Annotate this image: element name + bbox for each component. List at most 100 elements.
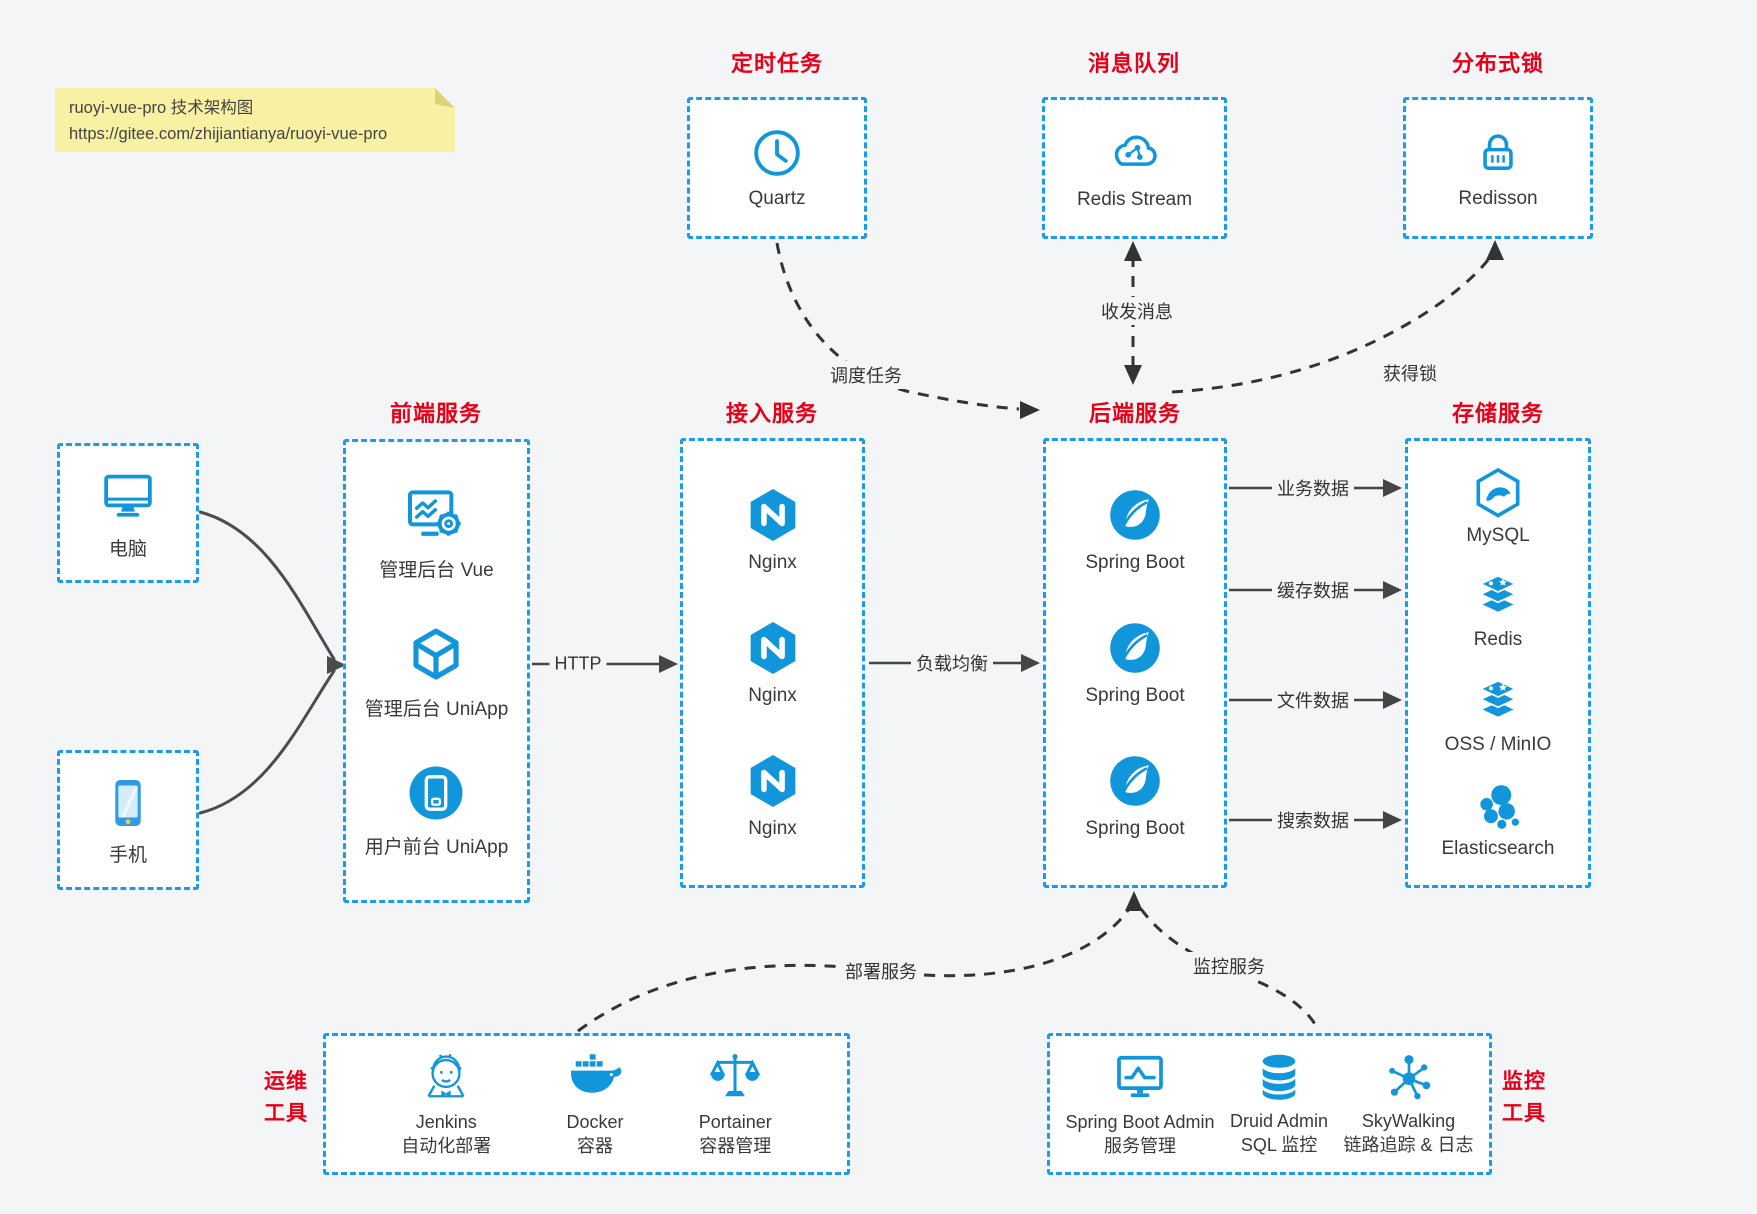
edge-label-deploy: 部署服务 xyxy=(840,957,922,985)
client-item-label: 手机 xyxy=(108,844,147,866)
note-url: https://gitee.com/zhijiantianya/ruoyi-vu… xyxy=(69,124,388,143)
portainer-icon xyxy=(707,1049,763,1105)
uniapp-cube-icon xyxy=(405,624,467,686)
tool-name: Spring Boot Admin xyxy=(1065,1112,1215,1133)
ops-tools-box: Jenkins 自动化部署 Docker 容器 Portainer 容器管理 xyxy=(323,1033,850,1175)
service-item-label: Elasticsearch xyxy=(1441,837,1555,859)
pc-client-box: 电脑 xyxy=(57,443,199,583)
spring-icon xyxy=(1106,752,1164,810)
tool-item: SkyWalking 链路追踪 & 日志 xyxy=(1344,1050,1474,1158)
title-distributed-lock: 分布式锁 xyxy=(1451,51,1545,76)
title-backend-services: 后端服务 xyxy=(1088,401,1182,426)
title-ops-line1: 运维 xyxy=(264,1070,308,1093)
tool-item: Druid Admin SQL 监控 xyxy=(1230,1050,1328,1158)
phone-app-icon xyxy=(405,762,467,824)
tool-item: Spring Boot Admin 服务管理 xyxy=(1065,1049,1215,1159)
service-item: MySQL xyxy=(1466,466,1530,547)
tool-item: Portainer 容器管理 xyxy=(699,1049,772,1159)
service-item: 管理后台 Vue xyxy=(379,483,494,582)
redis-icon xyxy=(1472,572,1524,624)
service-item-label: Nginx xyxy=(748,685,797,706)
tool-item-label: Jenkins 自动化部署 xyxy=(401,1111,491,1159)
storage-services-box: MySQL Redis OSS / MinIO Elasticsearch xyxy=(1405,438,1591,888)
tool-name: Druid Admin xyxy=(1230,1111,1329,1132)
note-title: ruoyi-vue-pro 技术架构图 xyxy=(69,99,254,117)
service-item: Redis xyxy=(1472,572,1524,651)
service-item: Nginx xyxy=(744,486,802,574)
title-monitor-line2: 工具 xyxy=(1502,1101,1546,1125)
elasticsearch-icon xyxy=(1472,781,1524,833)
tool-name: Jenkins xyxy=(415,1112,477,1133)
edge-label-business-data: 业务数据 xyxy=(1272,474,1354,502)
tool-name: Portainer xyxy=(698,1112,772,1133)
tool-item-label: Druid Admin SQL 监控 xyxy=(1230,1110,1328,1158)
tool-sublabel: 容器管理 xyxy=(699,1136,772,1156)
service-item: Redis Stream xyxy=(1077,125,1192,211)
mysql-icon xyxy=(1471,466,1525,520)
spring-icon xyxy=(1106,486,1164,544)
tool-item-label: SkyWalking 链路追踪 & 日志 xyxy=(1344,1110,1474,1158)
tool-item-label: Portainer 容器管理 xyxy=(699,1111,772,1159)
title-message-queue: 消息队列 xyxy=(1087,51,1181,76)
title-storage-services: 存储服务 xyxy=(1451,401,1545,426)
service-item-label: Redisson xyxy=(1458,188,1538,209)
service-item: Nginx xyxy=(744,619,802,707)
service-item-label: MySQL xyxy=(1466,525,1530,547)
service-item-label: Spring Boot xyxy=(1085,818,1185,839)
client-merge-arrows xyxy=(198,510,336,815)
tool-name: Docker xyxy=(566,1112,624,1133)
storage-stack-icon xyxy=(1472,677,1524,729)
nginx-icon xyxy=(744,619,802,677)
tool-item: Docker 容器 xyxy=(566,1049,623,1159)
title-ops-tools: 运维 工具 xyxy=(264,1066,308,1129)
service-item: OSS / MinIO xyxy=(1445,677,1551,756)
skywalking-icon xyxy=(1382,1050,1436,1104)
monitor-tools-box: Spring Boot Admin 服务管理 Druid Admin SQL 监… xyxy=(1047,1033,1492,1175)
edge-label-lock: 获得锁 xyxy=(1378,359,1442,387)
service-item-label: 管理后台 UniApp xyxy=(364,698,509,720)
tool-sublabel: 服务管理 xyxy=(1104,1136,1176,1156)
spring-boot-admin-icon xyxy=(1112,1049,1168,1105)
edge-label-file-data: 文件数据 xyxy=(1272,686,1354,714)
edge-label-messages: 收发消息 xyxy=(1096,297,1178,325)
title-monitor-line1: 监控 xyxy=(1502,1070,1546,1093)
nginx-icon xyxy=(744,752,802,810)
tool-sublabel: 自动化部署 xyxy=(401,1136,492,1156)
title-monitor-tools: 监控 工具 xyxy=(1502,1066,1546,1129)
mobile-client-box: 手机 xyxy=(57,750,199,890)
edge-label-search-data: 搜索数据 xyxy=(1272,806,1354,834)
tool-sublabel: 链路追踪 & 日志 xyxy=(1343,1135,1474,1155)
edge-lock xyxy=(1171,253,1494,394)
service-item: Redisson xyxy=(1458,126,1538,210)
desktop-icon xyxy=(98,466,158,526)
gateway-services-box: Nginx Nginx Nginx xyxy=(680,438,865,888)
client-item: 电脑 xyxy=(98,466,158,561)
service-item-label: Redis Stream xyxy=(1076,189,1193,210)
edge-label-http: HTTP xyxy=(549,652,607,676)
service-item-label: Spring Boot xyxy=(1085,552,1185,573)
mobile-icon xyxy=(99,774,157,832)
service-item: Quartz xyxy=(748,126,806,210)
service-item-label: Nginx xyxy=(748,818,797,839)
cloud-stream-icon xyxy=(1106,125,1162,181)
service-item-label: 管理后台 Vue xyxy=(379,560,494,582)
tool-item: Jenkins 自动化部署 xyxy=(401,1049,491,1159)
backend-services-box: Spring Boot Spring Boot Spring Boot xyxy=(1043,438,1227,888)
title-gateway-services: 接入服务 xyxy=(725,401,819,426)
tool-item-label: Docker 容器 xyxy=(566,1111,623,1159)
nginx-icon xyxy=(744,486,802,544)
tool-sublabel: SQL 监控 xyxy=(1240,1135,1318,1155)
service-item: Nginx xyxy=(744,752,802,840)
client-item: 手机 xyxy=(99,774,157,867)
jenkins-icon xyxy=(418,1049,474,1105)
service-item: 用户前台 UniApp xyxy=(364,762,509,859)
title-ops-line2: 工具 xyxy=(264,1101,308,1125)
docker-icon xyxy=(567,1049,623,1105)
note-fold-corner xyxy=(435,88,455,108)
sticky-note: ruoyi-vue-pro 技术架构图 https://gitee.com/zh… xyxy=(55,88,455,152)
admin-vue-icon xyxy=(404,483,468,547)
tool-item-label: Spring Boot Admin 服务管理 xyxy=(1065,1111,1214,1159)
service-item-label: Redis xyxy=(1473,629,1523,651)
client-item-label: 电脑 xyxy=(108,538,147,560)
service-item-label: 用户前台 UniApp xyxy=(364,836,509,858)
